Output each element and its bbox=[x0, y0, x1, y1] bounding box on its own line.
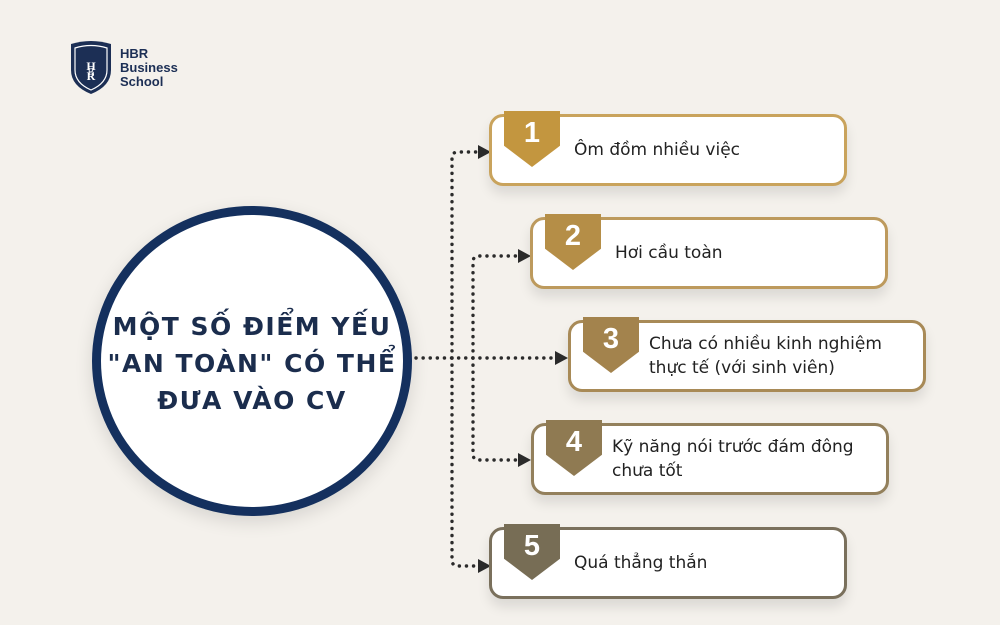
arrow-icon bbox=[518, 453, 531, 467]
arrow-icon bbox=[478, 145, 491, 159]
item-text: Hơi cầu toàn bbox=[615, 243, 723, 263]
item-card-1: 1 Ôm đồm nhiều việc bbox=[489, 111, 847, 186]
logo-text: HBR Business School bbox=[120, 47, 178, 89]
logo-line-3: School bbox=[120, 74, 164, 89]
item-text: Ôm đồm nhiều việc bbox=[574, 140, 740, 160]
hbr-logo: H R B HBR Business School bbox=[68, 40, 178, 96]
item-card-2: 2 Hơi cầu toàn bbox=[530, 214, 888, 289]
arrow-icon bbox=[555, 351, 568, 365]
logo-line-2: Business bbox=[120, 60, 178, 75]
center-circle: MỘT SỐ ĐIỂM YẾU "AN TOÀN" CÓ THỂ ĐƯA VÀO… bbox=[92, 206, 412, 516]
item-text: Quá thẳng thắn bbox=[574, 553, 708, 573]
number-badge: 2 bbox=[545, 214, 601, 270]
item-card-5: 5 Quá thẳng thắn bbox=[489, 524, 847, 599]
shield-icon: H R B bbox=[68, 40, 114, 96]
number-badge: 4 bbox=[546, 420, 602, 476]
arrow-icon bbox=[518, 249, 531, 263]
number-badge: 5 bbox=[504, 524, 560, 580]
svg-text:R: R bbox=[87, 69, 96, 83]
number-badge: 3 bbox=[583, 317, 639, 373]
logo-line-1: HBR bbox=[120, 46, 149, 61]
svg-text:H: H bbox=[86, 59, 96, 73]
item-text: Chưa có nhiều kinh nghiệm thực tế (với s… bbox=[649, 334, 882, 378]
svg-text:B: B bbox=[88, 67, 95, 78]
item-card-4: 4 Kỹ năng nói trước đám đông chưa tốt bbox=[531, 420, 889, 495]
number-badge: 1 bbox=[504, 111, 560, 167]
item-text: Kỹ năng nói trước đám đông chưa tốt bbox=[612, 437, 854, 481]
item-card-3: 3 Chưa có nhiều kinh nghiệm thực tế (với… bbox=[568, 317, 926, 392]
center-title: MỘT SỐ ĐIỂM YẾU "AN TOÀN" CÓ THỂ ĐƯA VÀO… bbox=[107, 311, 397, 415]
arrow-icon bbox=[478, 559, 491, 573]
